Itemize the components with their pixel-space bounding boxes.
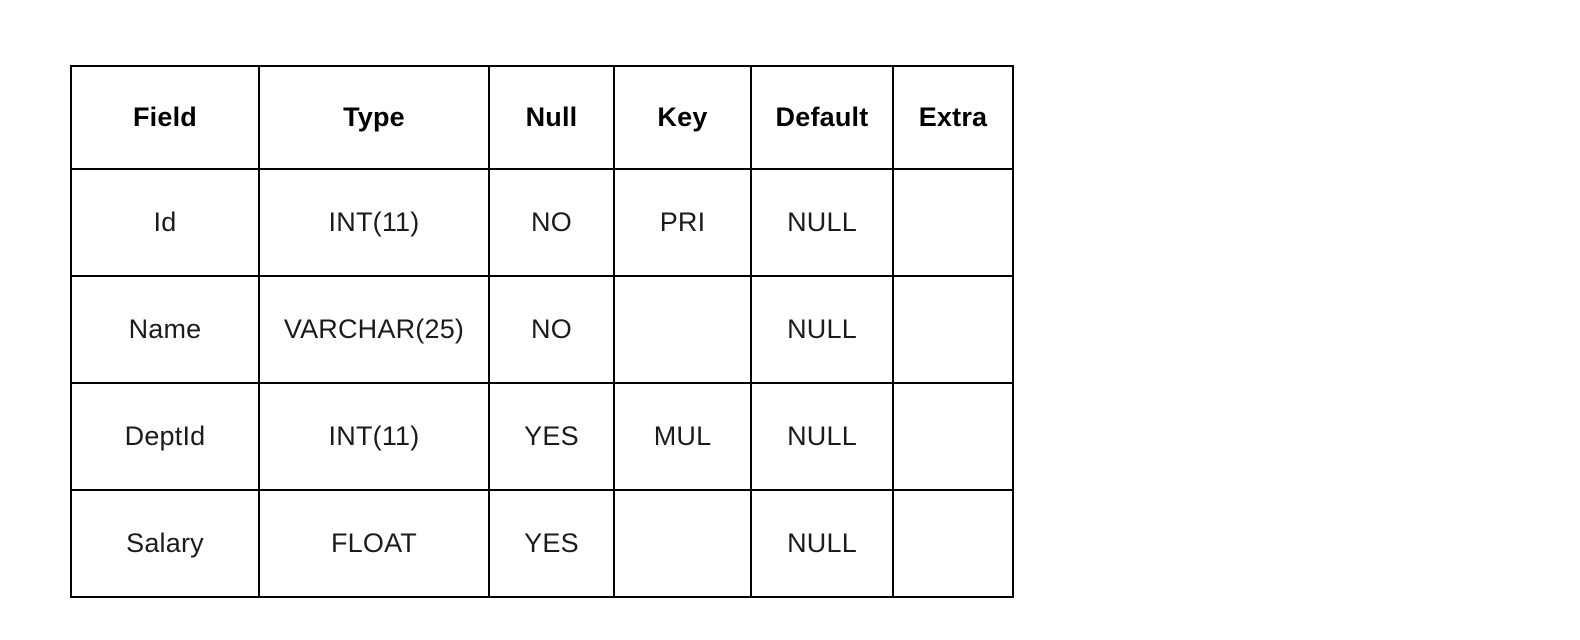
cell-null: NO: [488, 168, 615, 277]
column-header-type[interactable]: Type: [258, 65, 490, 170]
cell-extra: [892, 382, 1014, 491]
table-row: Id INT(11) NO PRI NULL: [70, 168, 1014, 277]
column-header-key[interactable]: Key: [613, 65, 752, 170]
schema-table: Field Type Null Key Default Extra Id INT…: [70, 65, 1014, 598]
cell-default: NULL: [750, 275, 894, 384]
cell-extra: [892, 275, 1014, 384]
cell-null: YES: [488, 489, 615, 598]
table-body: Id INT(11) NO PRI NULL Name VARCHAR(25) …: [70, 168, 1014, 598]
cell-key: PRI: [613, 168, 752, 277]
cell-type: VARCHAR(25): [258, 275, 490, 384]
schema-table-container: Field Type Null Key Default Extra Id INT…: [70, 65, 1014, 598]
cell-type: INT(11): [258, 168, 490, 277]
cell-field: Salary: [70, 489, 260, 598]
column-header-default[interactable]: Default: [750, 65, 894, 170]
cell-extra: [892, 489, 1014, 598]
column-header-null[interactable]: Null: [488, 65, 615, 170]
cell-field: DeptId: [70, 382, 260, 491]
cell-type: FLOAT: [258, 489, 490, 598]
column-header-field[interactable]: Field: [70, 65, 260, 170]
table-row: DeptId INT(11) YES MUL NULL: [70, 382, 1014, 491]
table-row: Salary FLOAT YES NULL: [70, 489, 1014, 598]
cell-key: [613, 275, 752, 384]
cell-default: NULL: [750, 489, 894, 598]
cell-field: Name: [70, 275, 260, 384]
cell-key: MUL: [613, 382, 752, 491]
cell-default: NULL: [750, 168, 894, 277]
table-header: Field Type Null Key Default Extra: [70, 65, 1014, 170]
column-header-extra[interactable]: Extra: [892, 65, 1014, 170]
cell-null: YES: [488, 382, 615, 491]
cell-field: Id: [70, 168, 260, 277]
cell-key: [613, 489, 752, 598]
cell-type: INT(11): [258, 382, 490, 491]
cell-null: NO: [488, 275, 615, 384]
table-row: Name VARCHAR(25) NO NULL: [70, 275, 1014, 384]
header-row: Field Type Null Key Default Extra: [70, 65, 1014, 170]
cell-default: NULL: [750, 382, 894, 491]
cell-extra: [892, 168, 1014, 277]
